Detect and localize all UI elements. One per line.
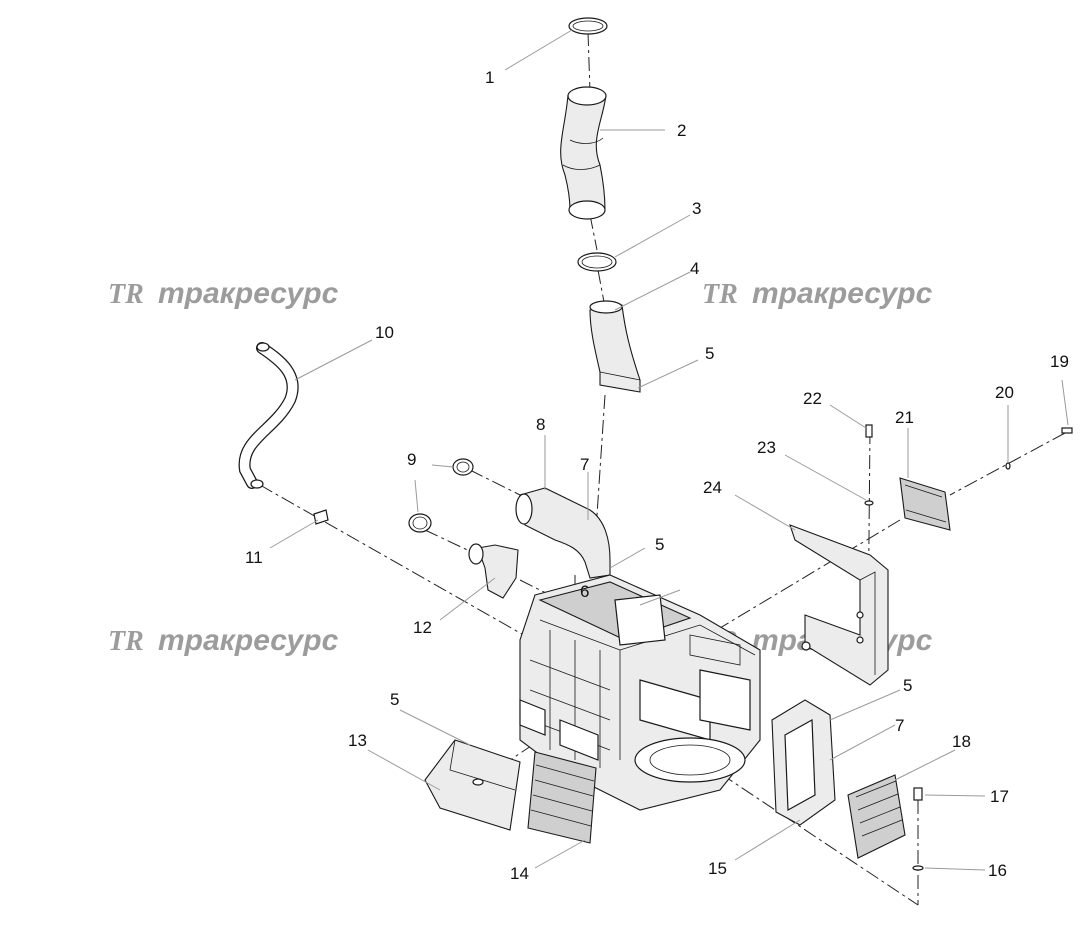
callout-15: 15 bbox=[708, 859, 727, 878]
callout-5-left: 5 bbox=[390, 690, 399, 709]
callout-1: 1 bbox=[485, 68, 494, 87]
part-10-hose bbox=[238, 342, 299, 489]
callout-4: 4 bbox=[690, 259, 699, 278]
part-8-elbow-duct bbox=[515, 487, 611, 579]
callout-18: 18 bbox=[952, 732, 971, 751]
watermark-logo: TR bbox=[108, 279, 144, 310]
part-11-clip bbox=[313, 509, 329, 525]
callout-12: 12 bbox=[413, 618, 432, 637]
watermark-text: тракресурс bbox=[158, 624, 339, 657]
callout-23: 23 bbox=[757, 438, 776, 457]
callout-11: 11 bbox=[245, 548, 263, 567]
watermark-logo: TR bbox=[108, 626, 144, 657]
watermark-text: тракресурс bbox=[752, 277, 933, 310]
callout-22: 22 bbox=[803, 389, 822, 408]
callout-14: 14 bbox=[510, 864, 529, 883]
part-24-bracket bbox=[789, 524, 889, 686]
callout-6: 6 bbox=[580, 582, 589, 601]
callout-10: 10 bbox=[375, 323, 394, 342]
part-6-hvac-housing bbox=[519, 574, 761, 811]
callout-5-right: 5 bbox=[903, 676, 912, 695]
callout-24: 24 bbox=[703, 478, 722, 497]
part-20-washer bbox=[1005, 462, 1011, 470]
callout-3: 3 bbox=[692, 199, 701, 218]
part-15-filter-frame bbox=[771, 699, 836, 826]
part-18-filter bbox=[847, 774, 906, 859]
callout-21: 21 bbox=[895, 408, 914, 427]
callout-7-right: 7 bbox=[895, 716, 904, 735]
part-12-nozzle bbox=[468, 543, 519, 599]
watermark-logo: TR bbox=[702, 279, 738, 310]
part-23-washer bbox=[864, 500, 874, 506]
watermark-text: тракресурс bbox=[158, 277, 339, 310]
part-3-clamp bbox=[577, 252, 617, 272]
part-17-screw bbox=[913, 787, 923, 801]
callout-2: 2 bbox=[677, 121, 686, 140]
part-19-screw bbox=[1061, 427, 1073, 434]
callout-5-upper: 5 bbox=[705, 344, 714, 363]
part-22-screw bbox=[865, 424, 873, 438]
callout-5-mid: 5 bbox=[655, 535, 664, 554]
part-1-clamp bbox=[568, 17, 608, 35]
callout-17: 17 bbox=[990, 787, 1009, 806]
callout-7-upper: 7 bbox=[580, 455, 589, 474]
callout-16: 16 bbox=[988, 861, 1007, 880]
part-21-module bbox=[899, 477, 951, 531]
part-16-washer bbox=[912, 865, 924, 871]
part-9-clamp-lower bbox=[408, 513, 432, 533]
callout-labels: 1 2 3 4 5 6 7 8 9 10 11 12 13 14 15 16 1… bbox=[245, 68, 1069, 883]
leader-lines bbox=[269, 29, 1069, 871]
callout-8: 8 bbox=[536, 415, 545, 434]
callout-20: 20 bbox=[995, 383, 1014, 402]
part-4-adapter bbox=[589, 300, 641, 393]
watermark-top-right: TR тракресурс bbox=[702, 277, 933, 310]
watermark-top-left: TR тракресурс bbox=[108, 277, 339, 310]
callout-9: 9 bbox=[407, 450, 416, 469]
callout-19: 19 bbox=[1050, 352, 1069, 371]
part-14-filter bbox=[527, 751, 597, 844]
callout-13: 13 bbox=[348, 731, 367, 750]
part-13-tray bbox=[424, 739, 521, 831]
watermark-bottom-left: TR тракресурс bbox=[108, 624, 339, 657]
part-9-clamp-upper bbox=[452, 458, 474, 476]
part-2-duct bbox=[560, 86, 607, 220]
